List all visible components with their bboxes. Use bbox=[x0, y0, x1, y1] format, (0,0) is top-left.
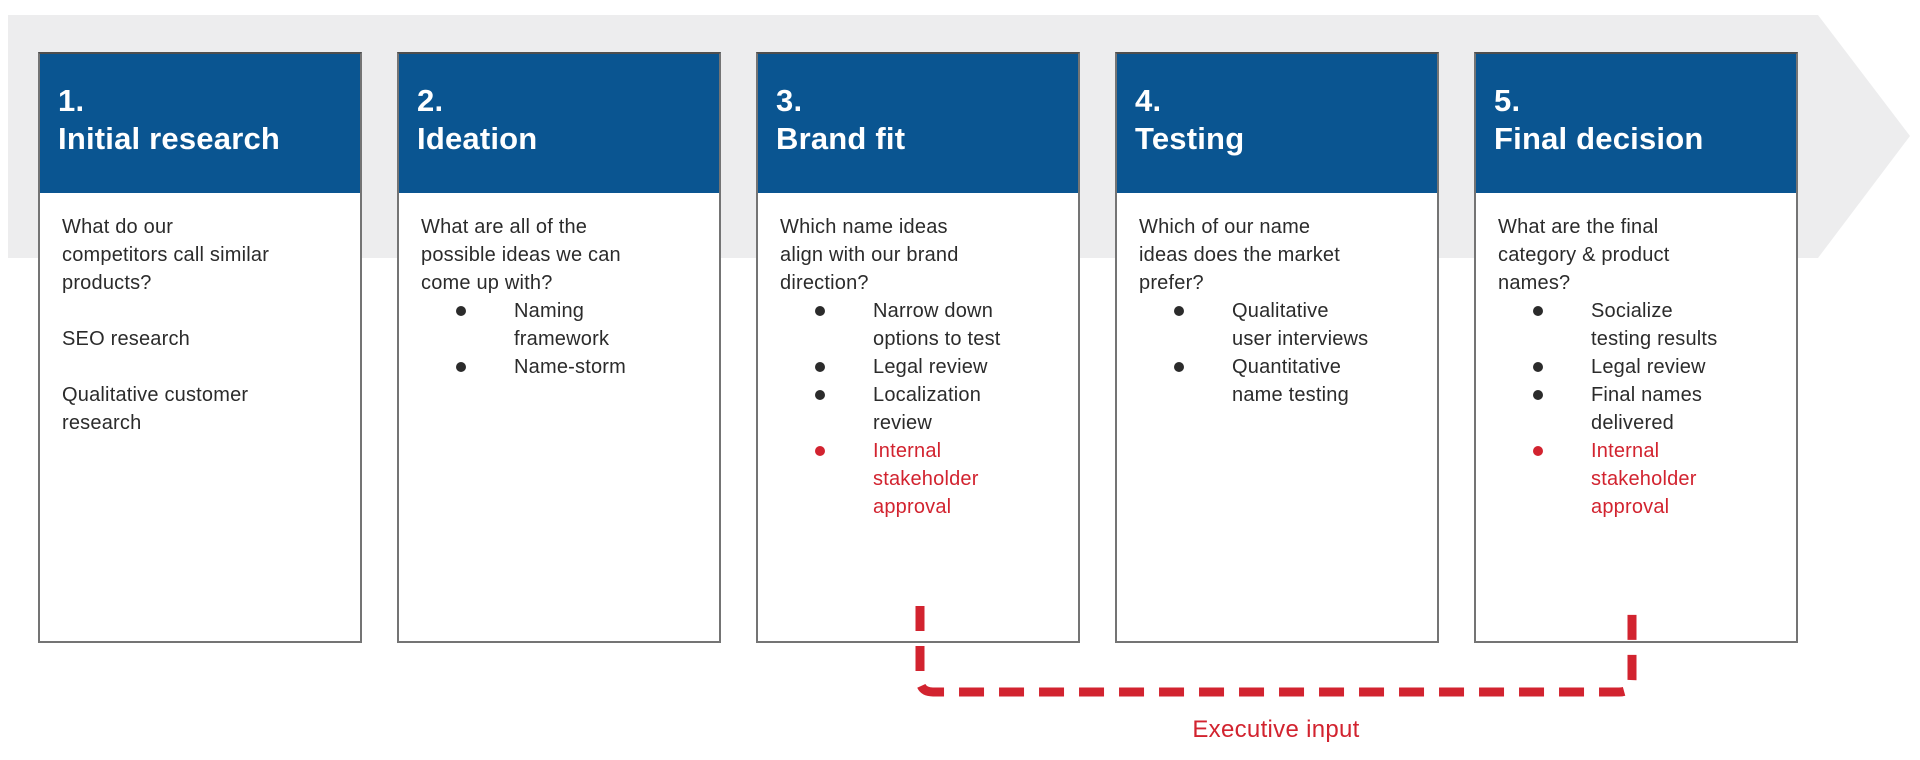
step-paragraph: Qualitative customer research bbox=[62, 384, 249, 434]
bullet-text: Final names delivered bbox=[1591, 384, 1703, 434]
bullet-item: Legal review bbox=[1498, 353, 1778, 381]
bullet-dot-icon bbox=[1174, 362, 1184, 372]
dashed-connector-line bbox=[915, 606, 1637, 697]
bullet-item: Socialize testing results bbox=[1498, 297, 1778, 353]
step-paragraphs: What do our competitors call similar pro… bbox=[62, 213, 342, 437]
bullet-text: Narrow down options to test bbox=[873, 300, 1001, 350]
step-title: Testing bbox=[1135, 121, 1245, 156]
bullet-text: Legal review bbox=[873, 356, 988, 378]
bullet-item: Name-storm bbox=[421, 353, 701, 381]
step-header: 2. Ideation bbox=[399, 54, 719, 193]
step-title: Brand fit bbox=[776, 121, 906, 156]
bullet-item: Final names delivered bbox=[1498, 381, 1778, 437]
step-paragraphs: Which name ideas align with our brand di… bbox=[780, 213, 1060, 297]
step-paragraph: What are the final category & product na… bbox=[1498, 216, 1670, 294]
step-card: 3. Brand fit Which name ideas align with… bbox=[756, 52, 1080, 643]
bullet-dot-icon bbox=[815, 306, 825, 316]
step-number: 3. bbox=[776, 83, 803, 118]
step-title: Ideation bbox=[417, 121, 538, 156]
bullet-item: Qualitative user interviews bbox=[1139, 297, 1419, 353]
step-header: 1. Initial research bbox=[40, 54, 360, 193]
bullet-dot-icon bbox=[815, 390, 825, 400]
step-paragraphs: Which of our name ideas does the market … bbox=[1139, 213, 1419, 297]
step-number: 1. bbox=[58, 83, 85, 118]
bullet-dot-icon bbox=[815, 446, 825, 456]
step-paragraph: Which of our name ideas does the market … bbox=[1139, 216, 1340, 294]
step-body: What do our competitors call similar pro… bbox=[40, 193, 360, 437]
step-card: 2. Ideation What are all of the possible… bbox=[397, 52, 721, 643]
step-body: Which name ideas align with our brand di… bbox=[758, 193, 1078, 521]
bullet-dot-icon bbox=[1533, 306, 1543, 316]
bullet-item: Narrow down options to test bbox=[780, 297, 1060, 353]
step-card: 4. Testing Which of our name ideas does … bbox=[1115, 52, 1439, 643]
step-card: 5. Final decision What are the final cat… bbox=[1474, 52, 1798, 643]
bullet-item: Naming framework bbox=[421, 297, 701, 353]
step-title: Initial research bbox=[58, 121, 281, 156]
bullet-item: Internal stakeholder approval bbox=[1498, 437, 1778, 521]
bullet-text: Internal stakeholder approval bbox=[873, 440, 979, 518]
step-body: Which of our name ideas does the market … bbox=[1117, 193, 1437, 409]
bullet-dot-icon bbox=[1533, 390, 1543, 400]
bullet-text: Quantitative name testing bbox=[1232, 356, 1349, 406]
step-header: 3. Brand fit bbox=[758, 54, 1078, 193]
bullet-text: Socialize testing results bbox=[1591, 300, 1718, 350]
bullet-dot-icon bbox=[815, 362, 825, 372]
step-title: Final decision bbox=[1494, 121, 1704, 156]
step-paragraph: What do our competitors call similar pro… bbox=[62, 216, 270, 294]
bullet-dot-icon bbox=[456, 306, 466, 316]
bullet-item: Legal review bbox=[780, 353, 1060, 381]
step-number: 4. bbox=[1135, 83, 1162, 118]
step-number: 2. bbox=[417, 83, 444, 118]
bullet-text: Name-storm bbox=[514, 356, 627, 378]
step-header: 4. Testing bbox=[1117, 54, 1437, 193]
bullet-text: Naming framework bbox=[514, 300, 610, 350]
step-paragraphs: What are all of the possible ideas we ca… bbox=[421, 213, 701, 297]
step-paragraph: SEO research bbox=[62, 328, 191, 350]
bullet-text: Internal stakeholder approval bbox=[1591, 440, 1697, 518]
executive-input-label: Executive input bbox=[1192, 716, 1360, 743]
bullet-item: Localization review bbox=[780, 381, 1060, 437]
bullet-dot-icon bbox=[1174, 306, 1184, 316]
bullet-text: Legal review bbox=[1591, 356, 1706, 378]
bullet-dot-icon bbox=[1533, 362, 1543, 372]
step-paragraph: Which name ideas align with our brand di… bbox=[780, 216, 959, 294]
step-header: 5. Final decision bbox=[1476, 54, 1796, 193]
step-number: 5. bbox=[1494, 83, 1521, 118]
bullet-text: Localization review bbox=[873, 384, 982, 434]
bullet-text: Qualitative user interviews bbox=[1232, 300, 1369, 350]
bullet-dot-icon bbox=[1533, 446, 1543, 456]
step-paragraph: What are all of the possible ideas we ca… bbox=[421, 216, 621, 294]
bullet-item: Internal stakeholder approval bbox=[780, 437, 1060, 521]
step-paragraphs: What are the final category & product na… bbox=[1498, 213, 1778, 297]
bullet-dot-icon bbox=[456, 362, 466, 372]
step-body: What are all of the possible ideas we ca… bbox=[399, 193, 719, 381]
step-card: 1. Initial research What do our competit… bbox=[38, 52, 362, 643]
step-body: What are the final category & product na… bbox=[1476, 193, 1796, 521]
bullet-item: Quantitative name testing bbox=[1139, 353, 1419, 409]
